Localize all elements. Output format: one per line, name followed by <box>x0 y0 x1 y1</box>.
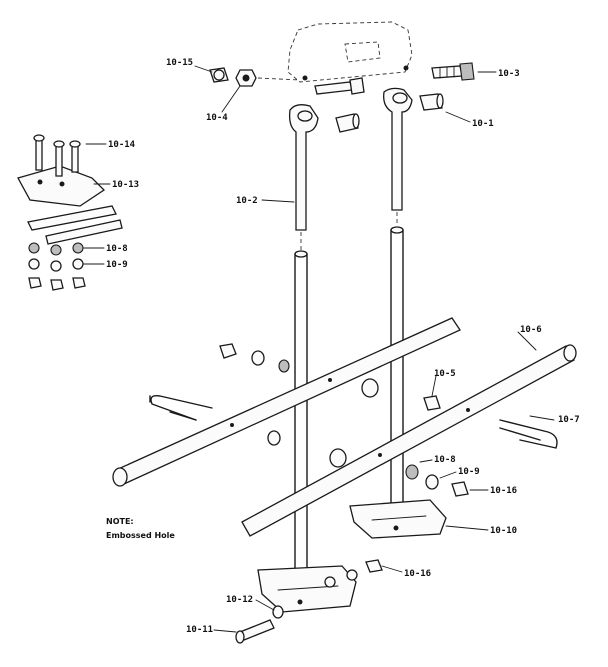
right-washer-stack <box>405 464 469 497</box>
callout-10-16-a: 10-16 <box>490 486 517 496</box>
lower-right-upright <box>390 226 404 521</box>
front-cross-tube-10-6 <box>241 344 577 537</box>
head-bolt-left <box>209 67 301 87</box>
upper-left-tube <box>288 104 319 231</box>
callout-10-7: 10-7 <box>558 415 580 425</box>
callout-10-6: 10-6 <box>520 325 542 335</box>
rear-cross-tube <box>112 317 461 487</box>
callout-10-14: 10-14 <box>108 140 136 150</box>
left-foot-hardware <box>235 559 383 644</box>
callout-10-11: 10-11 <box>186 625 213 635</box>
head-bolt-right <box>431 62 475 81</box>
left-foot-bracket <box>257 565 357 613</box>
lower-left-upright <box>294 250 308 593</box>
center-spacer-nuts <box>267 378 441 468</box>
head-through-bolt <box>314 77 365 95</box>
callout-10-16-b: 10-16 <box>404 569 431 579</box>
callout-10-10: 10-10 <box>490 526 517 536</box>
inset-bolts-10-14 <box>33 134 81 177</box>
right-u-bolt-10-7 <box>499 419 558 449</box>
right-foot-bracket-10-10 <box>349 499 447 539</box>
note-label: NOTE: <box>106 517 134 526</box>
callout-10-15: 10-15 <box>166 58 193 68</box>
callout-10-12: 10-12 <box>226 595 253 605</box>
left-upright-hardware <box>219 343 290 373</box>
callout-10-9: 10-9 <box>458 467 480 477</box>
left-u-bolt <box>149 394 213 421</box>
callout-10-13: 10-13 <box>112 180 139 190</box>
upper-right-tube <box>383 87 413 211</box>
callout-10-4: 10-4 <box>206 113 228 123</box>
callout-10-8: 10-8 <box>434 455 456 465</box>
callout-10-5: 10-5 <box>434 369 456 379</box>
callout-10-9-inset: 10-9 <box>106 260 128 270</box>
callout-10-2: 10-2 <box>236 196 258 206</box>
callout-10-1: 10-1 <box>472 119 494 129</box>
leader-lines <box>83 65 555 633</box>
note-embossed-hole: Embossed Hole <box>106 531 175 540</box>
callout-10-8-inset: 10-8 <box>106 244 128 254</box>
inset-tubes <box>27 205 123 245</box>
upper-left-bushing <box>335 113 360 133</box>
head-casting <box>287 21 413 83</box>
callout-10-3: 10-3 <box>498 69 520 79</box>
upper-right-bushing <box>419 93 444 111</box>
inset-washers-nuts <box>28 242 86 291</box>
